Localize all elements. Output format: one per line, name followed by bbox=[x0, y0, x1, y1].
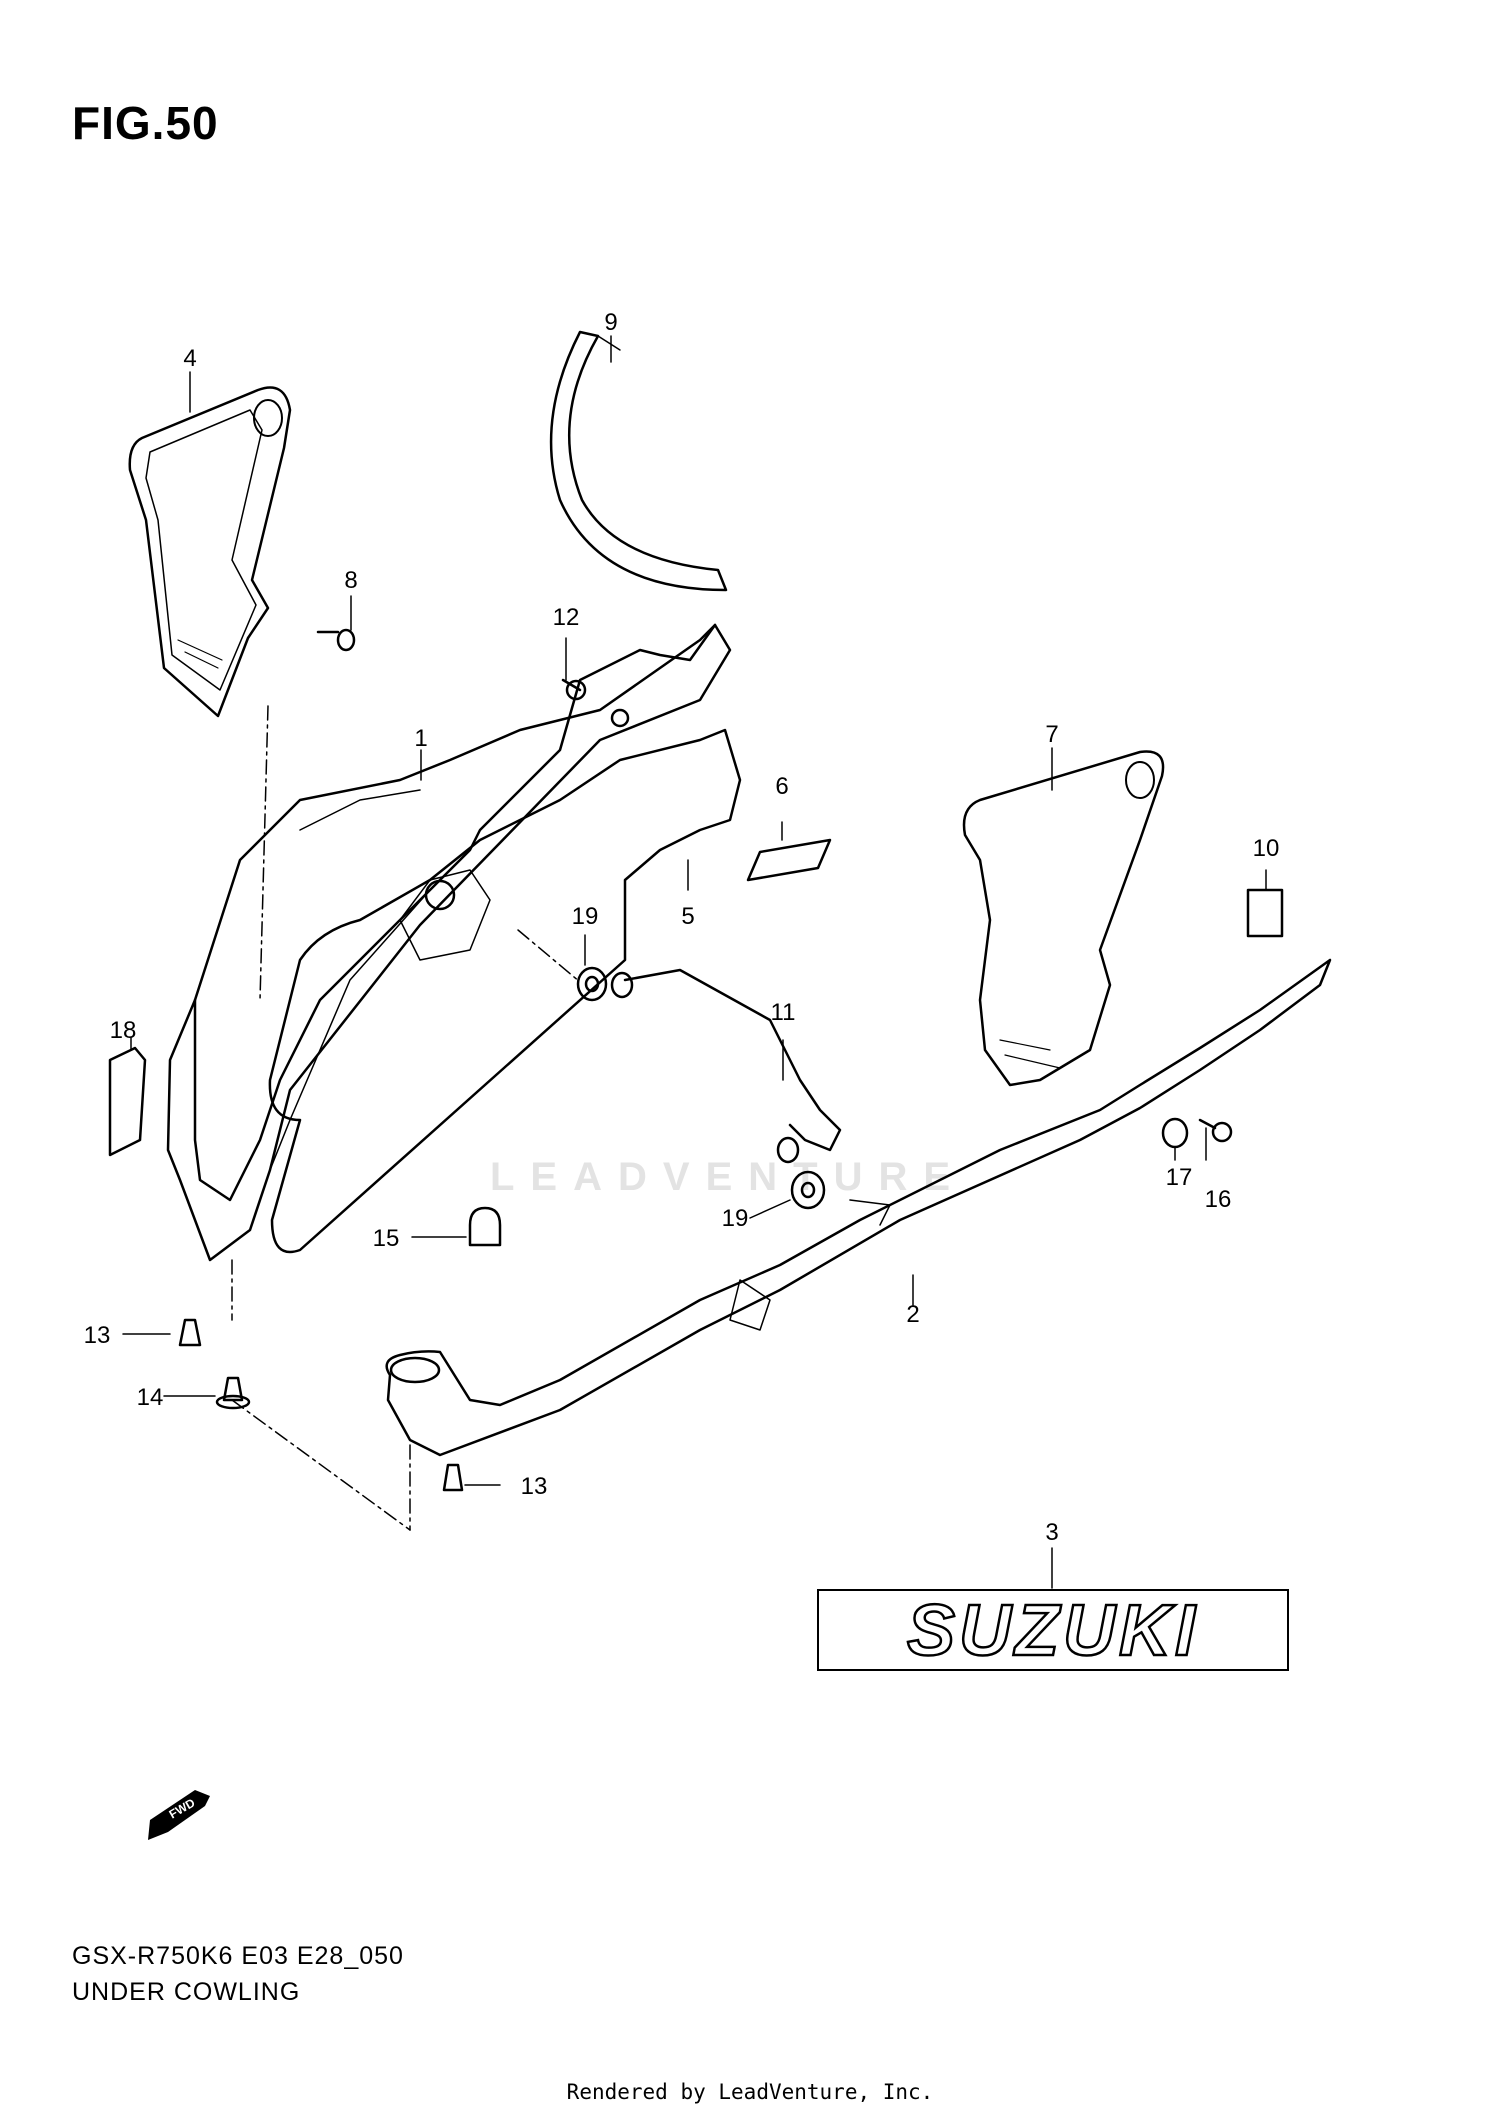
part-18-clip bbox=[108, 1046, 147, 1157]
part-12-bolt bbox=[561, 678, 587, 701]
leader-lines bbox=[122, 335, 1267, 1589]
callout-19b: 19 bbox=[722, 1205, 749, 1232]
part-7-inner-panel-right bbox=[962, 750, 1165, 1087]
callout-8: 8 bbox=[344, 567, 357, 594]
part-10-pad bbox=[1246, 888, 1284, 938]
part-6-pad bbox=[746, 838, 832, 882]
callout-11: 11 bbox=[771, 999, 796, 1026]
callout-17: 17 bbox=[1166, 1164, 1193, 1191]
callout-14: 14 bbox=[137, 1384, 164, 1411]
figure-title: FIG.50 bbox=[72, 97, 219, 149]
callout-15: 15 bbox=[373, 1225, 400, 1252]
part-19-grommet-b bbox=[790, 1170, 826, 1210]
callout-12: 12 bbox=[553, 604, 580, 631]
part-17-grommet bbox=[1161, 1117, 1189, 1149]
callout-10: 10 bbox=[1253, 835, 1280, 862]
part-19-grommet-a bbox=[576, 966, 608, 1002]
callout-13a: 13 bbox=[84, 1322, 111, 1349]
model-code: GSX-R750K6 E03 E28_050 bbox=[72, 1942, 404, 1970]
part-8-screw bbox=[316, 628, 356, 652]
watermark-text: LEADVENTURE bbox=[490, 1155, 967, 1199]
callout-18: 18 bbox=[110, 1017, 137, 1044]
callout-4: 4 bbox=[183, 345, 196, 372]
callout-1: 1 bbox=[414, 725, 427, 752]
part-1-under-cowling-left bbox=[166, 623, 732, 1262]
callout-13b: 13 bbox=[521, 1473, 548, 1500]
part-16-screw bbox=[1198, 1118, 1233, 1143]
part-5-inner-panel bbox=[268, 728, 742, 1254]
fwd-arrow-icon: FWD bbox=[148, 1790, 210, 1840]
callout-7: 7 bbox=[1045, 721, 1058, 748]
part-11-bracket bbox=[610, 968, 842, 1164]
callout-9: 9 bbox=[604, 309, 617, 336]
callout-2: 2 bbox=[906, 1301, 919, 1328]
part-13-clip-a bbox=[178, 1318, 202, 1347]
callout-3: 3 bbox=[1045, 1519, 1058, 1546]
callout-16: 16 bbox=[1205, 1186, 1232, 1213]
part-2-under-cowling-strip bbox=[385, 958, 1332, 1457]
callout-6: 6 bbox=[775, 773, 788, 800]
callout-labels: 1 2 3 4 5 6 7 8 9 10 11 12 13 13 14 15 1… bbox=[84, 309, 1280, 1546]
assembly-lines bbox=[231, 705, 581, 1531]
rendered-by-credit: Rendered by LeadVenture, Inc. bbox=[566, 2080, 934, 2104]
callout-5: 5 bbox=[681, 903, 694, 930]
part-13-clip-b bbox=[442, 1463, 464, 1492]
emblem-text: SUZUKI bbox=[907, 1591, 1199, 1671]
part-3-suzuki-emblem: SUZUKI bbox=[817, 1589, 1289, 1672]
section-name: UNDER COWLING bbox=[72, 1978, 301, 2006]
part-15-grommet bbox=[468, 1206, 502, 1247]
part-14-rivet bbox=[215, 1376, 251, 1410]
part-4-inner-panel-left bbox=[128, 386, 292, 718]
part-9-trim-strip bbox=[549, 330, 728, 592]
callout-19a: 19 bbox=[572, 903, 599, 930]
